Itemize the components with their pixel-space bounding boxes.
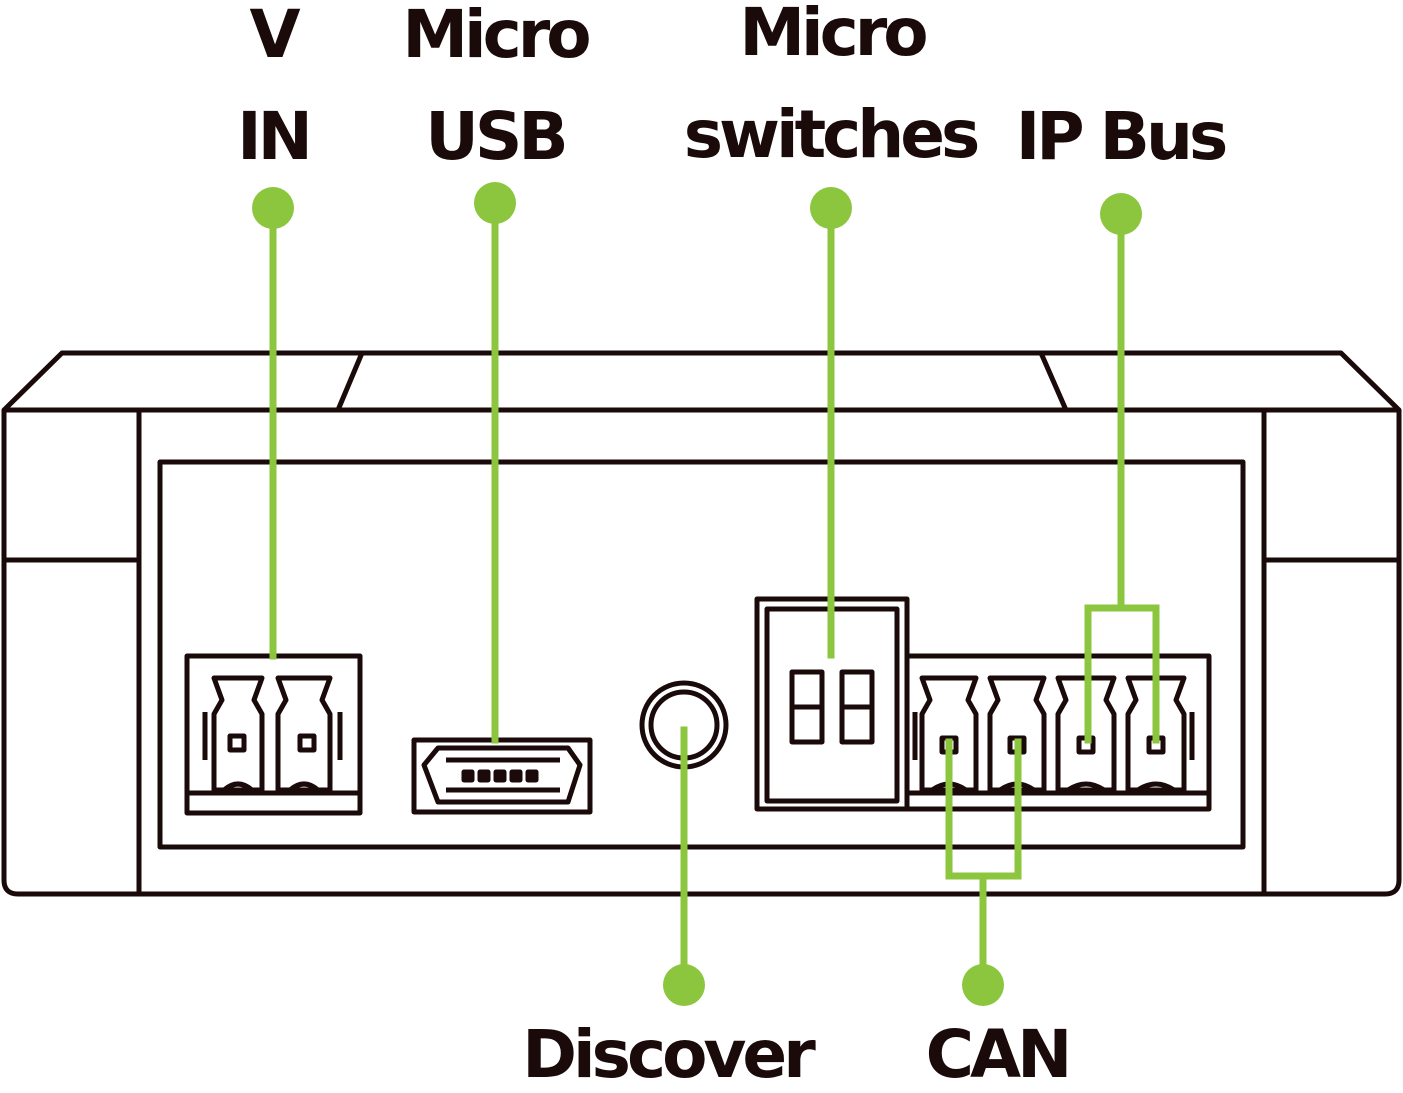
enclosure-body — [1, 407, 1402, 897]
ip-bus-leader-dot — [1100, 193, 1142, 235]
micro-usb-port — [411, 737, 593, 815]
label-discover: Discover — [522, 1016, 816, 1093]
can-leader-line — [945, 738, 1022, 989]
label-vin-line1: V — [249, 0, 300, 73]
label-micro-switches-line1: Micro — [739, 0, 928, 71]
enclosure-top-groove-left — [335, 352, 365, 411]
micro-switches-leader-dot — [810, 187, 852, 229]
label-micro-usb-line1: Micro — [402, 0, 591, 73]
label-ip-bus: IP Bus — [1015, 98, 1228, 175]
ip-bus-leader-line — [1084, 210, 1160, 744]
discover-leader-dot — [663, 964, 705, 1006]
label-can: CAN — [925, 1016, 1073, 1093]
label-vin-line2: IN — [237, 98, 313, 175]
micro-usb-leader-dot — [474, 182, 516, 224]
vin-terminal-block — [184, 653, 363, 816]
can-leader-dot — [962, 964, 1004, 1006]
enclosure-top-groove-right — [1038, 351, 1069, 412]
label-micro-usb-line2: USB — [425, 98, 568, 175]
enclosure-top-bevel — [2, 350, 1401, 412]
port-panel — [157, 459, 1246, 850]
vin-leader-dot — [252, 187, 294, 229]
label-micro-switches-line2: switches — [683, 96, 981, 173]
